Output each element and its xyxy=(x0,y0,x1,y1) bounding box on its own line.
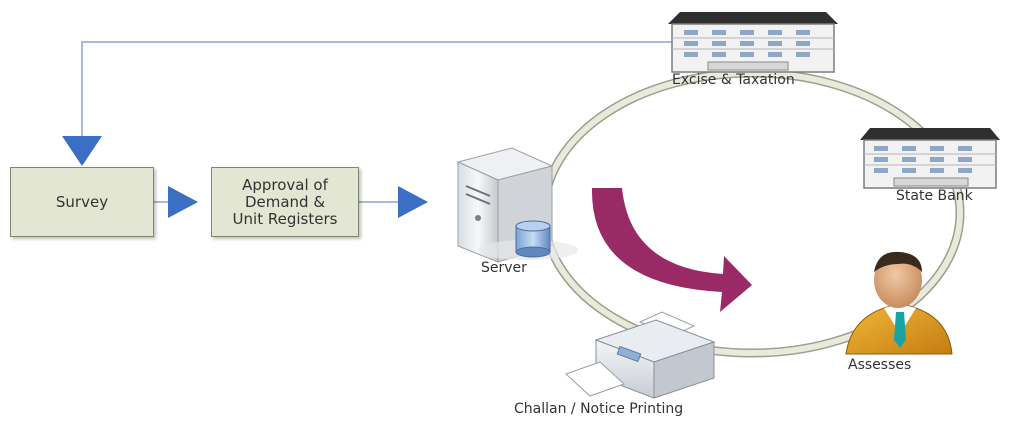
arrow-to-survey xyxy=(62,136,102,166)
state-bank-label: State Bank xyxy=(896,188,973,204)
person-icon xyxy=(845,251,953,355)
curved-flow-arrow xyxy=(591,188,752,312)
feedback-connector xyxy=(81,41,690,138)
server-icon xyxy=(456,147,578,263)
arrow-approval-to-server xyxy=(398,186,428,218)
printer-icon xyxy=(565,311,716,399)
building-icon xyxy=(668,12,838,73)
assesses-label: Assesses xyxy=(848,357,912,373)
server-label: Server xyxy=(481,260,527,276)
approval-label: Approval of Demand & Unit Registers xyxy=(232,175,338,228)
survey-label: Survey xyxy=(55,192,109,211)
arrow-survey-to-approval xyxy=(168,186,198,218)
challan-printing-label: Challan / Notice Printing xyxy=(514,401,684,417)
building-icon xyxy=(860,128,1000,189)
approval-step: Approval of Demand & Unit Registers xyxy=(211,167,359,237)
database-icon xyxy=(515,220,551,258)
survey-step: Survey xyxy=(10,167,154,237)
excise-taxation-label: Excise & Taxation xyxy=(672,72,795,88)
